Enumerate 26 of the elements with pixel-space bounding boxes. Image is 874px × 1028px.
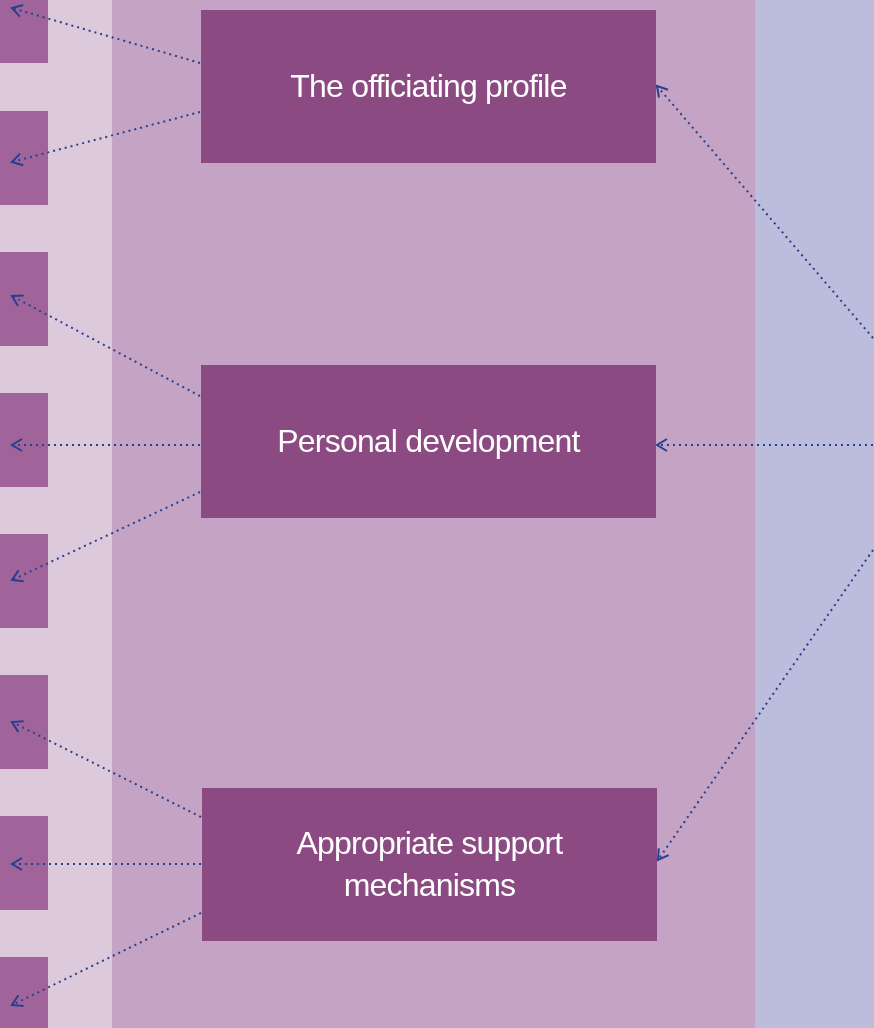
dotted-arrow [11,294,201,397]
dotted-arrow [656,85,874,339]
side-bar [0,816,48,910]
side-band [755,0,874,1028]
box-title: Personal development [277,421,580,461]
side-bar [0,957,48,1028]
dotted-arrow [11,4,201,64]
dotted-arrow [11,857,202,871]
side-bar [0,393,48,487]
box-title: The officiating profile [290,66,567,106]
side-bar [0,111,48,205]
topic-box [201,10,656,163]
side-bar [0,0,48,63]
dotted-arrow [11,438,201,452]
side-bar [0,675,48,769]
dotted-arrow [11,720,202,818]
dotted-arrow [11,111,201,167]
topic-box [202,788,657,941]
dotted-arrow [11,912,202,1007]
side-bar [0,534,48,628]
dotted-arrow [11,491,201,583]
dotted-arrow [656,438,874,452]
box-title: Appropriate support mechanisms [295,823,564,905]
side-bar [0,252,48,346]
topic-box [201,365,656,518]
dotted-arrow [657,549,874,861]
